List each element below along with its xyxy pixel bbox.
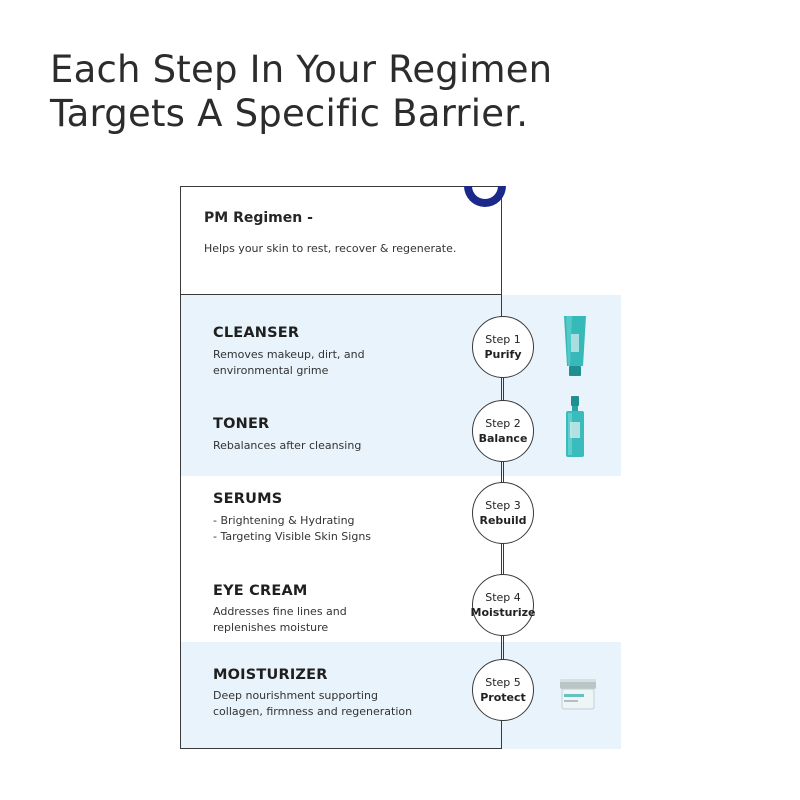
toner-bottle-icon: [566, 396, 584, 457]
step-3-name: Rebuild: [479, 514, 527, 527]
step-1-name: Purify: [484, 348, 522, 361]
step-3-description: - Brightening & Hydrating - Targeting Vi…: [213, 514, 372, 543]
step-2-description: Rebalances after cleansing: [213, 439, 362, 452]
step-2-label: Step 2: [485, 417, 521, 430]
step-4-description: Addresses fine lines and replenishes moi…: [213, 605, 347, 634]
highlight-band-top: [181, 295, 621, 476]
step-5-title: MOISTURIZER: [213, 667, 328, 683]
step-1-label: Step 1: [485, 333, 521, 346]
step-4-name: Moisturize: [470, 606, 536, 619]
step-5-description: Deep nourishment supporting collagen, fi…: [213, 689, 413, 718]
step-5-label: Step 5: [485, 676, 521, 689]
highlight-band-bottom: [181, 642, 621, 749]
step-2-name: Balance: [478, 432, 528, 445]
headline-line-1: Each Step In Your Regimen: [50, 48, 553, 91]
step-5-badge: Step 5 Protect: [472, 659, 534, 721]
step-3-badge: Step 3 Rebuild: [472, 482, 534, 544]
regimen-subtitle: Helps your skin to rest, recover & regen…: [204, 242, 457, 255]
step-2-title: TONER: [213, 416, 270, 432]
regimen-title: PM Regimen -: [204, 210, 313, 226]
moon-icon: [464, 186, 506, 207]
step-1-title: CLEANSER: [213, 325, 300, 341]
step-3-title: SERUMS: [213, 491, 283, 507]
step-1-description: Removes makeup, dirt, and environmental …: [213, 348, 365, 377]
cleanser-tube-icon: [564, 316, 586, 376]
step-4-label: Step 4: [485, 591, 521, 604]
step-4-title: EYE CREAM: [213, 583, 308, 599]
cream-jar-icon: [560, 679, 596, 710]
regimen-card: [180, 186, 502, 749]
step-1-badge: Step 1 Purify: [472, 316, 534, 378]
card-divider: [180, 294, 502, 295]
step-4-badge: Step 4 Moisturize: [470, 574, 536, 636]
page-headline: Each Step In Your Regimen Targets A Spec…: [50, 48, 750, 136]
headline-line-2: Targets A Specific Barrier.: [50, 92, 529, 135]
step-2-badge: Step 2 Balance: [472, 400, 534, 462]
step-3-label: Step 3: [485, 499, 521, 512]
step-5-name: Protect: [480, 691, 526, 704]
